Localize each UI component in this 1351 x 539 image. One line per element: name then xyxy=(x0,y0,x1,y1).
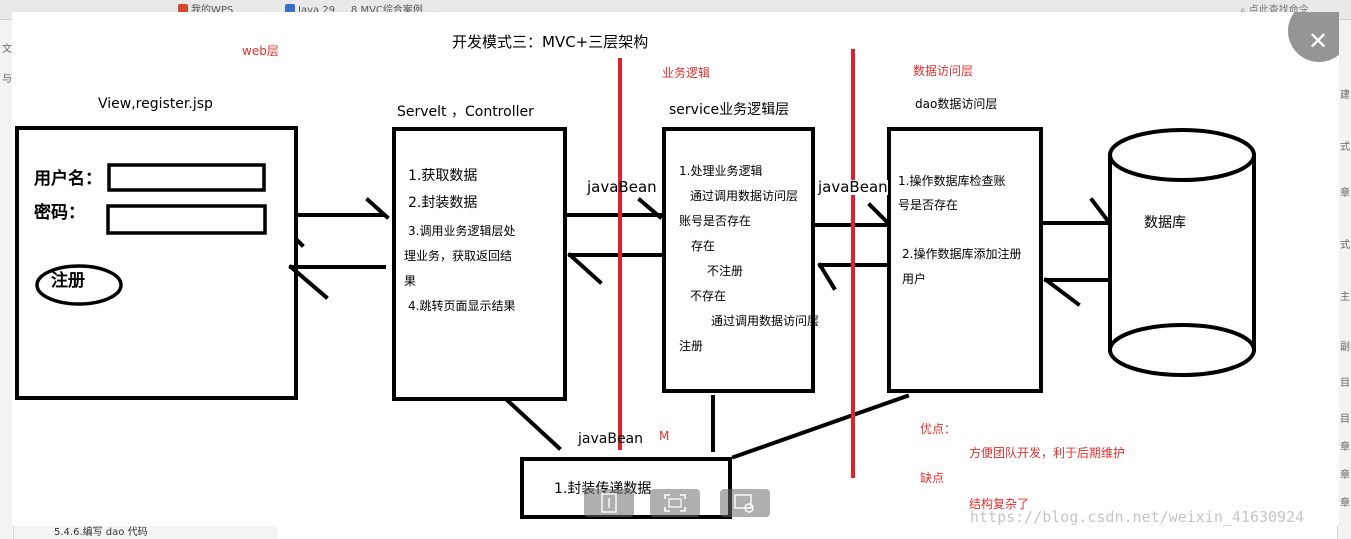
dao-caption: dao数据访问层 xyxy=(915,97,998,111)
search-icon: ⌕ xyxy=(1240,5,1249,16)
pros-title: 优点： xyxy=(920,422,957,436)
left-strip-char: 文 xyxy=(2,44,12,55)
password-field xyxy=(106,204,267,235)
username-label: 用户名： xyxy=(34,169,102,189)
view-caption: View,register.jsp xyxy=(98,96,213,112)
service-line: 不存在 xyxy=(690,289,727,303)
pros-text: 方便团队开发，利于后期维护 xyxy=(969,446,1126,460)
password-label: 密码： xyxy=(34,203,85,223)
javabean-label: javaBean xyxy=(578,431,644,447)
image-edit-icon xyxy=(734,494,754,513)
style-item[interactable]: 章 xyxy=(1340,470,1350,481)
bean-box xyxy=(520,457,732,519)
document-icon xyxy=(285,4,295,14)
dao-line: 用户 xyxy=(902,272,927,286)
wps-icon xyxy=(178,4,188,14)
controller-step: 1.获取数据 xyxy=(408,168,478,184)
background-document xyxy=(278,526,1337,539)
javabean-label: javaBean xyxy=(587,178,657,196)
service-line: 通过调用数据访问层 xyxy=(690,189,799,203)
command-search[interactable]: ⌕ 点此查找命令 xyxy=(1240,5,1309,16)
diagram-title: 开发模式三：MVC+三层架构 xyxy=(452,33,649,51)
left-strip-char: 与 xyxy=(2,74,12,85)
database-bottom xyxy=(1108,323,1256,377)
controller-step: 果 xyxy=(404,274,417,288)
outline-item[interactable]: 5.4.6.编写 dao 代码 xyxy=(14,526,278,539)
background-style-panel: 建 式 章 式 主 副 目 目 章 章 章 xyxy=(1337,20,1351,539)
style-item[interactable]: 式 xyxy=(1340,142,1350,153)
style-item[interactable]: 副 xyxy=(1340,342,1350,353)
dao-box xyxy=(887,127,1043,393)
controller-step: 3.调用业务逻辑层处 xyxy=(408,224,516,238)
cons-text: 结构复杂了 xyxy=(969,497,1030,511)
image-viewer: 开发模式三：MVC+三层架构 web层 业务逻辑 数据访问层 M View,re… xyxy=(12,12,1339,526)
style-item[interactable]: 章 xyxy=(1340,442,1350,453)
style-item[interactable]: 主 xyxy=(1340,292,1350,303)
service-line: 不注册 xyxy=(707,264,744,278)
view-box xyxy=(15,126,298,400)
service-line: 1.处理业务逻辑 xyxy=(679,164,763,178)
register-button-label: 注册 xyxy=(51,271,85,291)
image-edit-button[interactable] xyxy=(720,489,770,517)
background-tab-doc[interactable]: Java 29 ... 8 MVC综合案例 ... xyxy=(285,2,535,19)
style-item[interactable]: 式 xyxy=(1340,240,1350,251)
background-tab-wps[interactable]: 我的WPS xyxy=(178,2,278,19)
service-line: 存在 xyxy=(691,239,716,253)
service-layer-label: 业务逻辑 xyxy=(662,66,711,80)
watermark: https://blog.csdn.net/weixin_41630924 xyxy=(970,508,1305,526)
service-line: 账号是否存在 xyxy=(679,214,752,228)
dao-line: 2.操作数据库添加注册 xyxy=(902,247,1022,261)
username-field xyxy=(107,163,266,192)
service-box xyxy=(662,127,815,393)
zoom-in-icon xyxy=(601,493,617,513)
dao-line: 号是否存在 xyxy=(898,198,959,212)
fit-screen-icon xyxy=(664,494,686,512)
style-item[interactable]: 目 xyxy=(1340,378,1350,389)
dao-line: 1.操作数据库检查账 xyxy=(898,174,1006,188)
controller-step: 2.封装数据 xyxy=(408,195,478,211)
controller-caption: Servelt ，Controller xyxy=(397,104,534,120)
controller-step: 4.跳转页面显示结果 xyxy=(408,299,516,313)
database-label: 数据库 xyxy=(1144,215,1186,231)
cons-title: 缺点 xyxy=(920,471,945,485)
fit-screen-button[interactable] xyxy=(650,489,700,517)
dao-layer-label: 数据访问层 xyxy=(913,64,974,78)
web-layer-label: web层 xyxy=(242,44,279,58)
database-top xyxy=(1108,128,1256,182)
close-icon: ✕ xyxy=(1307,27,1329,55)
service-line: 注册 xyxy=(679,339,704,353)
zoom-in-button[interactable] xyxy=(584,489,634,517)
style-item[interactable]: 章 xyxy=(1340,498,1350,509)
javabean-label: javaBean xyxy=(818,178,888,196)
style-item[interactable]: 章 xyxy=(1340,188,1350,199)
style-item[interactable]: 目 xyxy=(1340,414,1350,425)
service-caption: service业务逻辑层 xyxy=(669,102,790,118)
controller-box xyxy=(392,127,567,401)
model-label: M xyxy=(659,429,670,443)
style-item[interactable]: 建 xyxy=(1340,90,1350,101)
service-line: 通过调用数据访问层 xyxy=(711,314,820,328)
diagram-canvas xyxy=(15,49,1256,519)
register-button-ellipse xyxy=(35,264,123,306)
controller-step: 理业务，获取返回结 xyxy=(404,249,513,263)
